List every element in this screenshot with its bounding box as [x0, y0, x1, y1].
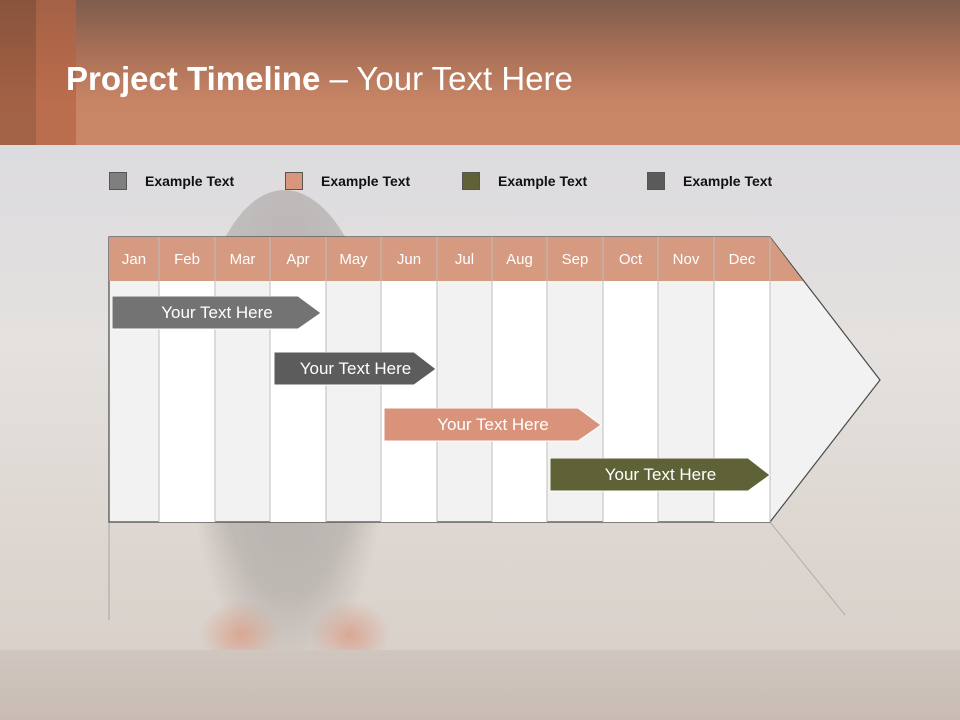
task-arrow: Your Text Here [112, 296, 322, 330]
task-arrow: Your Text Here [550, 458, 771, 492]
legend-swatch [285, 172, 303, 190]
task-arrow-shape [274, 352, 437, 386]
month-label: Nov [672, 250, 700, 268]
month-label: Jan [121, 250, 147, 268]
month-label: Dec [728, 250, 756, 268]
legend-item: Example Text [109, 171, 234, 191]
legend-item: Example Text [462, 171, 587, 191]
legend-label: Example Text [321, 173, 411, 189]
legend-item: Example Text [647, 171, 772, 191]
month-label: Aug [506, 250, 533, 268]
bird-right-foot [310, 600, 390, 650]
task-arrow-shape [384, 408, 602, 442]
column-band [381, 281, 437, 522]
task-arrow: Your Text Here [274, 352, 437, 386]
bird-left-foot [200, 600, 280, 650]
column-band [492, 281, 547, 522]
task-label: Your Text Here [161, 303, 273, 322]
month-label: Sep [561, 250, 589, 268]
legend-swatch [462, 172, 480, 190]
title-bold: Project Timeline [66, 60, 321, 97]
legend-swatch [647, 172, 665, 190]
legend-swatch [109, 172, 127, 190]
task-label: Your Text Here [299, 359, 412, 378]
slide-header: Project Timeline – Your Text Here [0, 0, 960, 145]
month-label: Oct [618, 250, 643, 268]
title-subtitle: – Your Text Here [320, 60, 573, 97]
task-label: Your Text Here [604, 465, 717, 484]
legend-item: Example Text [285, 171, 410, 191]
month-label: Feb [174, 250, 200, 268]
legend-label: Example Text [498, 173, 588, 189]
slide-title: Project Timeline – Your Text Here [66, 60, 573, 98]
ground-strip [0, 650, 960, 720]
month-label: Jul [454, 250, 475, 268]
month-label: Mar [229, 250, 256, 268]
task-arrow-shape [112, 296, 322, 330]
header-stripe [0, 0, 36, 145]
legend-label: Example Text [145, 173, 235, 189]
legend-label: Example Text [683, 173, 773, 189]
reflection-line [769, 521, 846, 616]
header-stripe [36, 0, 76, 145]
task-label: Your Text Here [437, 415, 549, 434]
month-header-strip [109, 237, 803, 281]
month-label: Jun [396, 250, 422, 268]
task-arrow: Your Text Here [384, 408, 602, 442]
task-arrow-shape [550, 458, 771, 492]
month-label: May [339, 250, 368, 268]
month-label: Apr [286, 250, 310, 268]
